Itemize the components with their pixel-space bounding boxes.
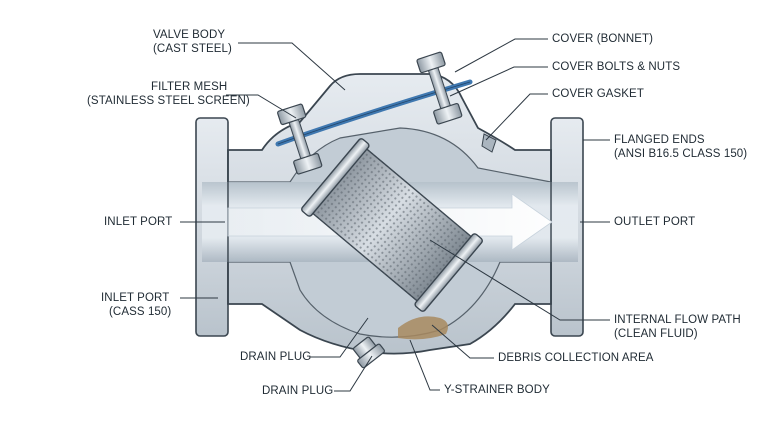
label-internal-flow-path: INTERNAL FLOW PATH (CLEAN FLUID) xyxy=(614,314,741,340)
label-inlet-port: INLET PORT xyxy=(104,216,173,228)
label-drain-plug-upper: DRAIN PLUG xyxy=(240,351,312,363)
gasket-tab xyxy=(481,133,497,153)
cover-bolt-right xyxy=(416,51,463,125)
label-valve-body: VALVE BODY (CAST STEEL) xyxy=(153,29,232,55)
drain-plug xyxy=(352,336,385,369)
label-inlet-port-class: INLET PORT (CASS 150) xyxy=(101,292,172,318)
label-outlet-port: OUTLET PORT xyxy=(614,216,696,228)
label-cover-gasket: COVER GASKET xyxy=(552,88,644,100)
debris-deposit xyxy=(398,316,448,340)
cover-bolt-left xyxy=(277,103,323,175)
label-cover-bolts: COVER BOLTS & NUTS xyxy=(552,61,681,73)
label-filter-mesh: FILTER MESH (STAINLESS STEEL SCREEN) xyxy=(87,81,250,107)
label-flanged-ends: FLANGED ENDS (ANSI B16.5 CLASS 150) xyxy=(614,134,748,160)
label-cover-bonnet: COVER (BONNET) xyxy=(552,33,654,45)
leader-lines xyxy=(180,38,610,392)
label-drain-plug-lower: DRAIN PLUG xyxy=(262,385,334,397)
label-debris-area: DEBRIS COLLECTION AREA xyxy=(498,352,654,364)
filter-screen xyxy=(301,138,483,312)
label-strainer-body: Y-STRAINER BODY xyxy=(444,384,550,396)
